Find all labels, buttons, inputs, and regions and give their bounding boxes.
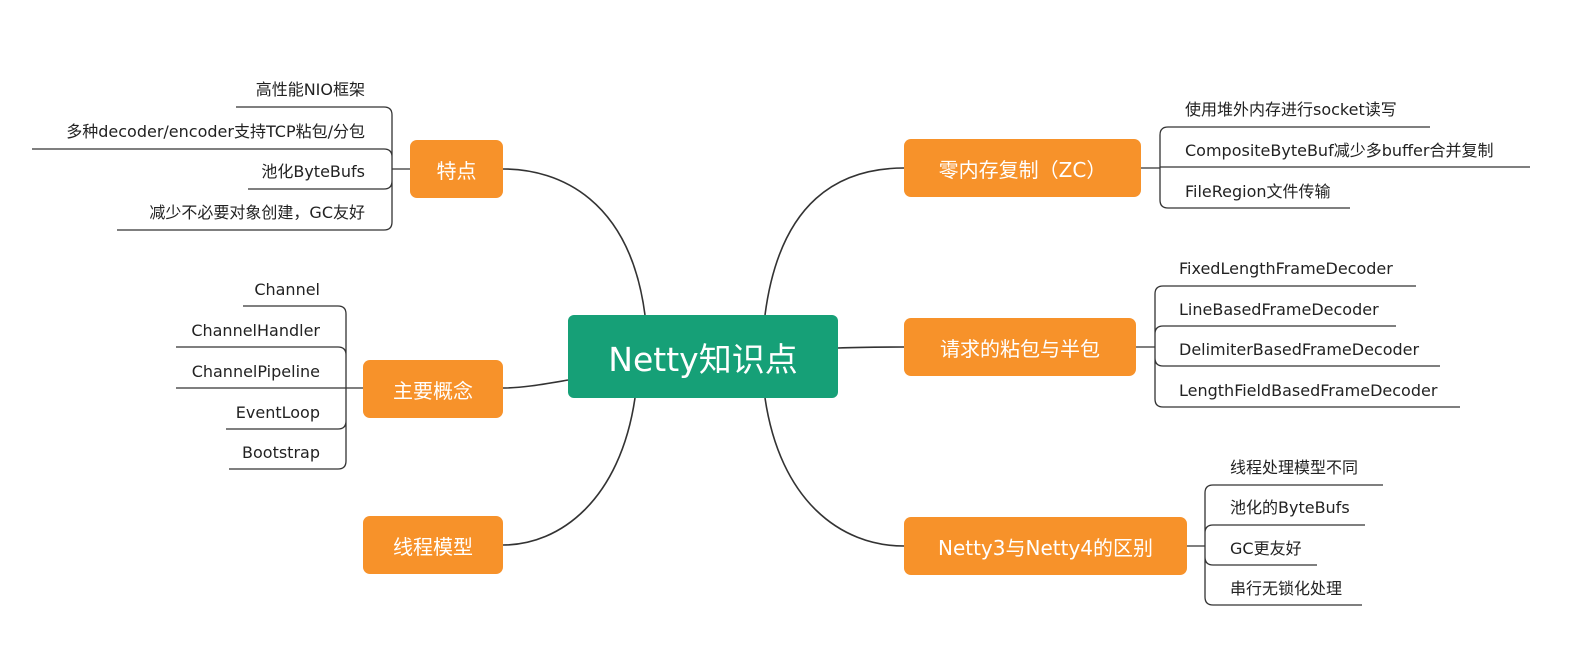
bracket-tedian	[32, 106, 410, 231]
central-topic[interactable]: Netty知识点	[568, 315, 838, 398]
bracket-concepts	[176, 305, 363, 470]
bracket-diff	[1187, 484, 1383, 606]
leaf-item[interactable]: 高性能NIO框架	[255, 80, 365, 99]
connector-zc	[764, 167, 905, 316]
connector-thread	[502, 397, 636, 546]
leaf-item[interactable]: CompositeByteBuf减少多buffer合并复制	[1185, 141, 1494, 160]
connector-tedian	[502, 168, 646, 316]
topic-zero-copy[interactable]: 零内存复制（ZC）	[904, 139, 1141, 197]
leaf-item[interactable]: 池化ByteBufs	[261, 162, 365, 181]
topic-features[interactable]: 特点	[410, 140, 503, 198]
leaf-item[interactable]: Bootstrap	[242, 443, 320, 462]
topic-thread-model[interactable]: 线程模型	[363, 516, 503, 574]
topic-main-concepts[interactable]: 主要概念	[363, 360, 503, 418]
leaf-item[interactable]: Channel	[254, 280, 320, 299]
leaf-item[interactable]: 减少不必要对象创建，GC友好	[149, 203, 365, 222]
leaf-item[interactable]: DelimiterBasedFrameDecoder	[1179, 340, 1420, 359]
connector-diff	[764, 397, 905, 547]
topic-netty3-vs-netty4[interactable]: Netty3与Netty4的区别	[904, 517, 1187, 575]
leaf-item[interactable]: GC更友好	[1230, 539, 1302, 558]
leaf-item[interactable]: FixedLengthFrameDecoder	[1179, 259, 1393, 278]
leaf-item[interactable]: LineBasedFrameDecoder	[1179, 300, 1379, 319]
leaf-item[interactable]: 池化的ByteBufs	[1230, 498, 1350, 517]
connector-concepts	[502, 379, 569, 389]
leaf-item[interactable]: 多种decoder/encoder支持TCP粘包/分包	[66, 122, 365, 141]
leaf-item[interactable]: EventLoop	[235, 403, 320, 422]
connector-sticky	[837, 346, 905, 349]
bracket-sticky	[1136, 285, 1460, 408]
leaf-item[interactable]: ChannelPipeline	[191, 362, 320, 381]
leaf-item[interactable]: ChannelHandler	[191, 321, 320, 340]
leaf-item[interactable]: 串行无锁化处理	[1230, 579, 1343, 598]
bracket-zc	[1141, 126, 1530, 209]
leaf-item[interactable]: 使用堆外内存进行socket读写	[1185, 100, 1397, 119]
topic-sticky-packets[interactable]: 请求的粘包与半包	[904, 318, 1136, 376]
leaf-item[interactable]: 线程处理模型不同	[1230, 458, 1359, 477]
leaf-item[interactable]: LengthFieldBasedFrameDecoder	[1179, 381, 1438, 400]
leaf-item[interactable]: FileRegion文件传输	[1185, 182, 1331, 201]
